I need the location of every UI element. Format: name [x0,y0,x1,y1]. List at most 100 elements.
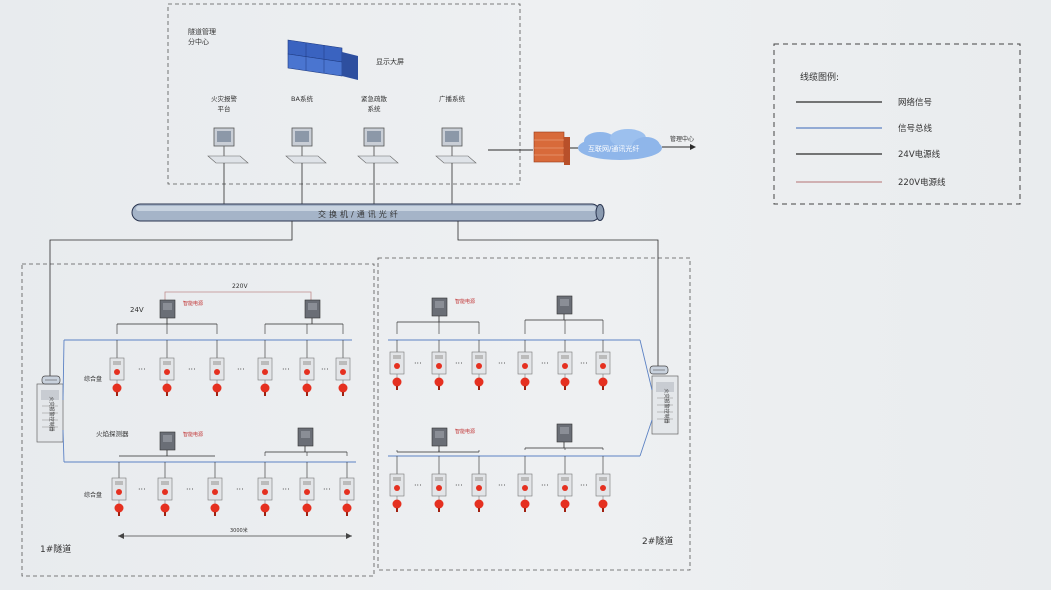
flame-detector-icon [474,377,484,390]
continuation-dots: ··· [498,359,506,368]
flame-detector-icon [260,503,270,516]
junction-box-icon [557,351,573,375]
label-220v: 220V [232,283,248,290]
continuation-dots: ··· [188,365,196,374]
flame-detector-icon [392,499,402,512]
fire-alarm-controller [651,375,679,435]
controller-label: 火灾报警控制器 [663,388,670,423]
junction-box-icon [595,473,611,497]
workstation-sublabel: 平台 [218,104,231,113]
power-supply-icon [431,297,448,317]
flame-detector-icon [260,383,270,396]
continuation-dots: ··· [455,359,463,368]
flame-detector-icon [434,377,444,390]
junction-box-icon [299,357,315,381]
junction-box-icon [159,357,175,381]
flame-detector-icon [210,503,220,516]
workstation-icon [435,127,477,164]
flame-detector-icon [598,377,608,390]
junction-box-icon [557,473,573,497]
power-supply-icon [556,423,573,443]
dimension-arrow-icon [346,533,352,539]
psu-label: 智能电源 [183,300,203,307]
continuation-dots: ··· [455,481,463,490]
label-24v: 24V [130,306,144,314]
display-wall-icon [287,39,358,80]
flame-detector-icon [560,499,570,512]
detector-row-label: 火焰探测器 [96,429,129,438]
signal-bus-line [62,339,65,401]
junction-box-icon [207,477,223,501]
junction-label: 综合盘 [84,491,102,499]
tunnel1-box [21,263,375,577]
junction-box-icon [335,357,351,381]
firewall-icon [533,131,570,165]
continuation-dots: ··· [541,359,549,368]
junction-box-icon [471,351,487,375]
continuation-dots: ··· [236,485,244,494]
legend-item-label: 24V电源线 [898,149,941,160]
workstation-sublabel: 系统 [368,104,382,113]
dimension-arrow-icon [118,533,124,539]
junction-box-icon [517,473,533,497]
tunnel2-box [377,257,691,571]
flame-detector-icon [114,503,124,516]
legend-box [773,43,1021,205]
junction-box-icon [431,473,447,497]
junction-box-icon [299,477,315,501]
power-supply-icon [304,299,321,319]
control-center-box [167,3,521,185]
legend-item-label: 220V电源线 [898,177,946,188]
workstation-label: BA系统 [291,94,313,103]
tunnel2-network-link [457,221,659,366]
power-supply-icon [159,431,176,451]
flame-detector-icon [338,383,348,396]
continuation-dots: ··· [580,359,588,368]
continuation-dots: ··· [323,485,331,494]
controller-label: 火灾报警控制器 [48,396,55,431]
continuation-dots: ··· [186,485,194,494]
psu-label: 智能电源 [455,428,475,435]
legend-item-label: 网络信号 [898,97,932,108]
continuation-dots: ··· [237,365,245,374]
flame-detector-icon [474,499,484,512]
network-switch-icon [649,365,669,375]
tunnel2-label: 2#隧道 [642,535,673,547]
junction-box-icon [595,351,611,375]
continuation-dots: ··· [414,359,422,368]
junction-box-icon [517,351,533,375]
backbone-label: 交换机/通讯光纤 [318,209,401,219]
flame-detector-icon [342,503,352,516]
display-wall-label: 显示大屏 [376,57,404,66]
flame-detector-icon [112,383,122,396]
mgmt-arrow-icon [690,144,696,150]
power-supply-icon [431,427,448,447]
flame-detector-icon [434,499,444,512]
flame-detector-icon [302,503,312,516]
fire-alarm-controller [36,383,64,443]
flame-detector-icon [162,383,172,396]
junction-label: 综合盘 [84,375,102,383]
continuation-dots: ··· [282,485,290,494]
junction-box-icon [389,351,405,375]
junction-box-icon [471,473,487,497]
continuation-dots: ··· [138,365,146,374]
continuation-dots: ··· [498,481,506,490]
tunnel1-label: 1#隧道 [40,543,71,555]
legend-title: 线缆图例: [800,71,839,83]
backbone-pipe [131,203,605,222]
flame-detector-icon [160,503,170,516]
junction-box-icon [109,357,125,381]
continuation-dots: ··· [282,365,290,374]
junction-box-icon [257,477,273,501]
continuation-dots: ··· [580,481,588,490]
flame-detector-icon [520,499,530,512]
psu-label: 智能电源 [183,431,203,438]
flame-detector-icon [212,383,222,396]
network-switch-icon [41,375,61,385]
signal-bus-line [639,419,653,457]
junction-box-icon [339,477,355,501]
tunnel1-network-link [49,221,293,376]
continuation-dots: ··· [541,481,549,490]
